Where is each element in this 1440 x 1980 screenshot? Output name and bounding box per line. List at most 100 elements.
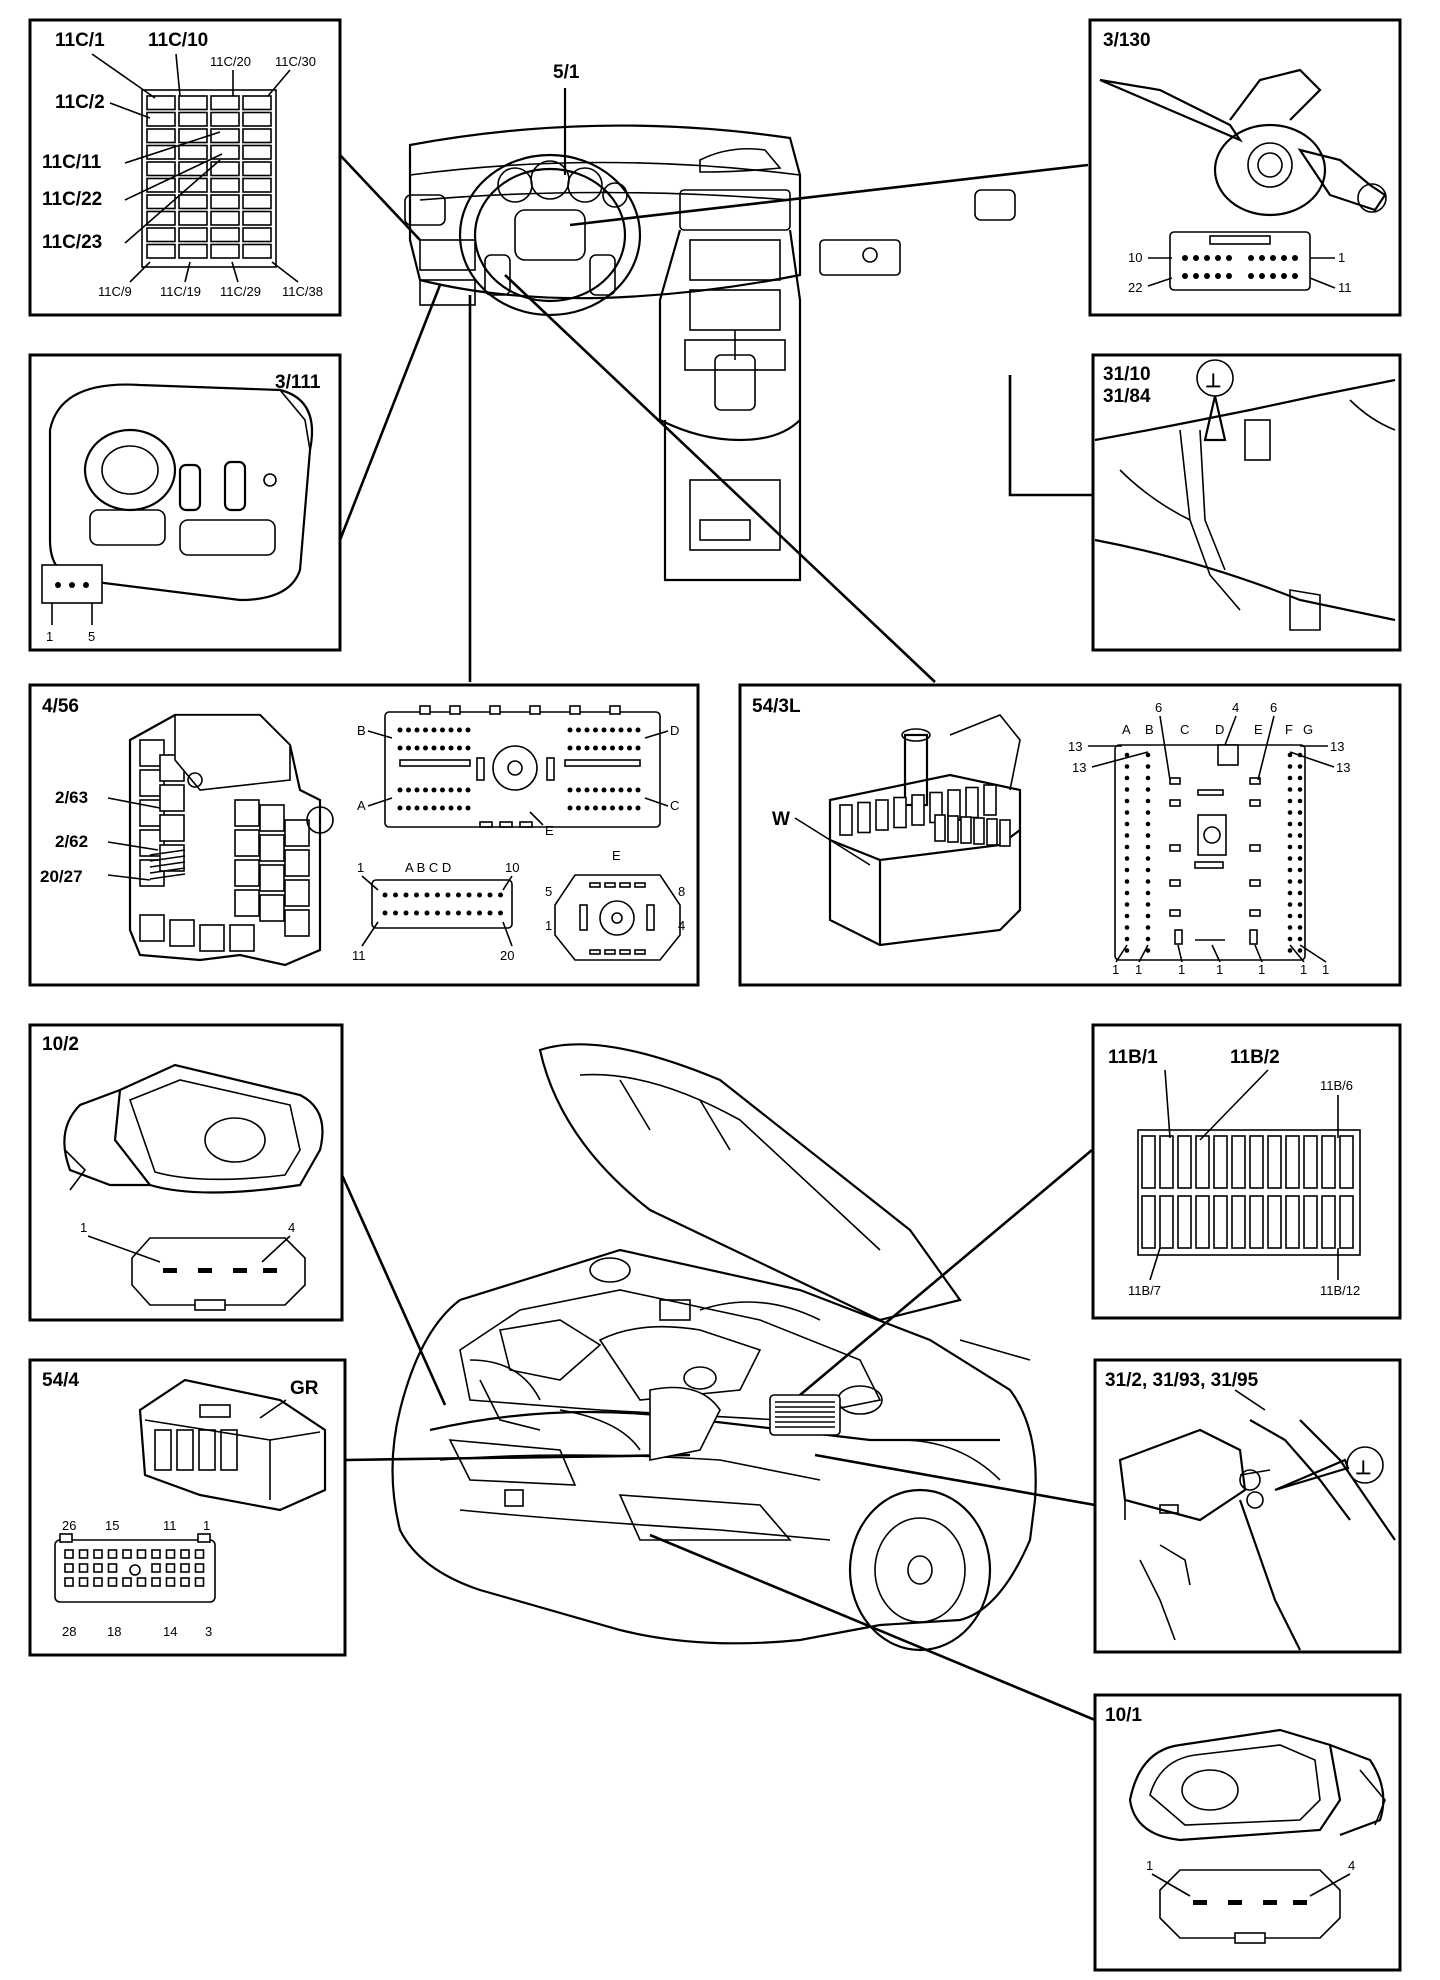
cem-side-13-tl: 13	[1068, 739, 1082, 754]
cem-pin	[1124, 925, 1130, 930]
fuse-slot	[242, 194, 272, 210]
conn-54-4-title: 54/4	[42, 1370, 79, 1391]
connector-cavity	[198, 1429, 216, 1471]
pin-leader	[1254, 944, 1263, 963]
engine-part	[659, 1299, 691, 1321]
connector-pin	[627, 745, 632, 751]
cem-pin	[1124, 844, 1130, 850]
pin-leader	[1289, 944, 1305, 963]
cem-pin	[1145, 879, 1151, 884]
connector-pin	[1292, 255, 1298, 261]
cem-pin	[1287, 810, 1293, 815]
headlamp-10-2-pin-1: 1	[80, 1220, 87, 1235]
conn-54-4-pin-1: 1	[203, 1518, 210, 1533]
connector-pin	[448, 727, 454, 733]
fuse-slot	[178, 243, 208, 259]
connector-pin	[1204, 273, 1210, 279]
connector-pin	[194, 1549, 205, 1559]
e-pin-slot	[619, 882, 631, 888]
fuse-slot	[1321, 1195, 1336, 1249]
headlamp-10-1-title: 10/1	[1105, 1705, 1142, 1726]
connector-latch	[199, 1404, 231, 1418]
switch-3-130-title: 3/130	[1103, 30, 1151, 51]
connector-pin	[151, 1577, 161, 1587]
e-conn-title: E	[612, 848, 621, 863]
cem-pin	[1297, 925, 1303, 930]
connector-pin	[1182, 273, 1188, 279]
connector-pin	[435, 910, 440, 916]
connector-pin	[93, 1563, 103, 1573]
connector-pin	[64, 1577, 74, 1587]
fuse-slot	[1141, 1195, 1156, 1249]
module-rib	[986, 818, 998, 846]
panel-switch-3-111: 3/111 1 5	[28, 353, 342, 652]
cem-pin	[1287, 925, 1293, 930]
module-rib	[934, 814, 946, 842]
e-pin-slot	[604, 949, 616, 955]
fuse-slot	[242, 177, 272, 193]
fuse-slot	[1141, 1135, 1156, 1189]
cem-side-13-bl: 13	[1072, 760, 1086, 775]
fuse-11c-19-label: 11C/19	[160, 284, 201, 299]
connector-pin	[1226, 255, 1232, 261]
connector-pin	[1259, 255, 1265, 261]
cem-pin	[1124, 936, 1130, 942]
cem-pin	[1124, 948, 1130, 953]
connector-pin	[618, 787, 624, 793]
car-illustration	[391, 1043, 1037, 1652]
cem-pin	[1124, 867, 1130, 873]
fuse-slot	[146, 161, 176, 177]
module-rib	[839, 804, 853, 836]
cem-pin	[1124, 856, 1130, 861]
switch-3-130-pin-10: 10	[1128, 250, 1142, 265]
connector-pin	[457, 727, 462, 733]
fuse-slot	[210, 210, 240, 226]
conn-54-4-pin-15: 15	[105, 1518, 119, 1533]
leader-lines	[338, 154, 1096, 1722]
connector-pin	[440, 805, 445, 811]
dashboard-illustration: 5/1	[404, 62, 1016, 582]
connector-pin	[445, 892, 451, 898]
fuse-11b-1-label: 11B/1	[1108, 1047, 1158, 1068]
cem-slot	[1169, 879, 1181, 887]
connector-pin	[466, 910, 472, 916]
fuse-slot	[1177, 1195, 1192, 1249]
connector-pin	[414, 745, 420, 751]
cem-pin	[1297, 913, 1303, 919]
engine-hose	[559, 1409, 641, 1451]
cem-col-e: E	[1254, 722, 1263, 737]
cem-col-g: G	[1303, 722, 1313, 737]
fuse-slot	[210, 243, 240, 259]
fuse-slot	[1195, 1135, 1210, 1189]
connector-pin	[414, 805, 420, 811]
cem-pin	[1145, 902, 1151, 907]
connector-pin	[180, 1577, 190, 1587]
fuse-slot	[242, 210, 272, 226]
ground-31-84-title: 31/84	[1103, 386, 1151, 407]
cem-pin	[1124, 902, 1130, 907]
connector-pin	[165, 1577, 176, 1587]
connector-pin	[445, 910, 451, 916]
fuse-slot	[242, 144, 272, 160]
e-pin-slot	[604, 882, 616, 888]
cem-pin	[1287, 890, 1293, 896]
connector-pin	[576, 787, 581, 793]
dashboard-title: 5/1	[553, 62, 580, 83]
conn-4-56-a: A	[357, 798, 366, 813]
fuse-slot	[1339, 1135, 1354, 1189]
conn-4-56-d: D	[670, 723, 679, 738]
connector-pin	[194, 1563, 205, 1573]
connector-pin	[1215, 255, 1221, 261]
connector-pin	[601, 805, 607, 811]
fuse-slot	[146, 243, 176, 259]
fuse-slot	[1231, 1135, 1246, 1189]
connector-pin	[487, 892, 493, 898]
connector-pin	[1281, 273, 1287, 279]
fuse-slot	[210, 227, 240, 243]
connector-pin	[423, 805, 428, 811]
cem-pin	[1124, 752, 1130, 758]
cem-pin	[1287, 936, 1293, 942]
connector-pin	[627, 787, 632, 793]
conn-54-4-pin-18: 18	[107, 1624, 121, 1639]
connector-pin	[567, 805, 573, 811]
